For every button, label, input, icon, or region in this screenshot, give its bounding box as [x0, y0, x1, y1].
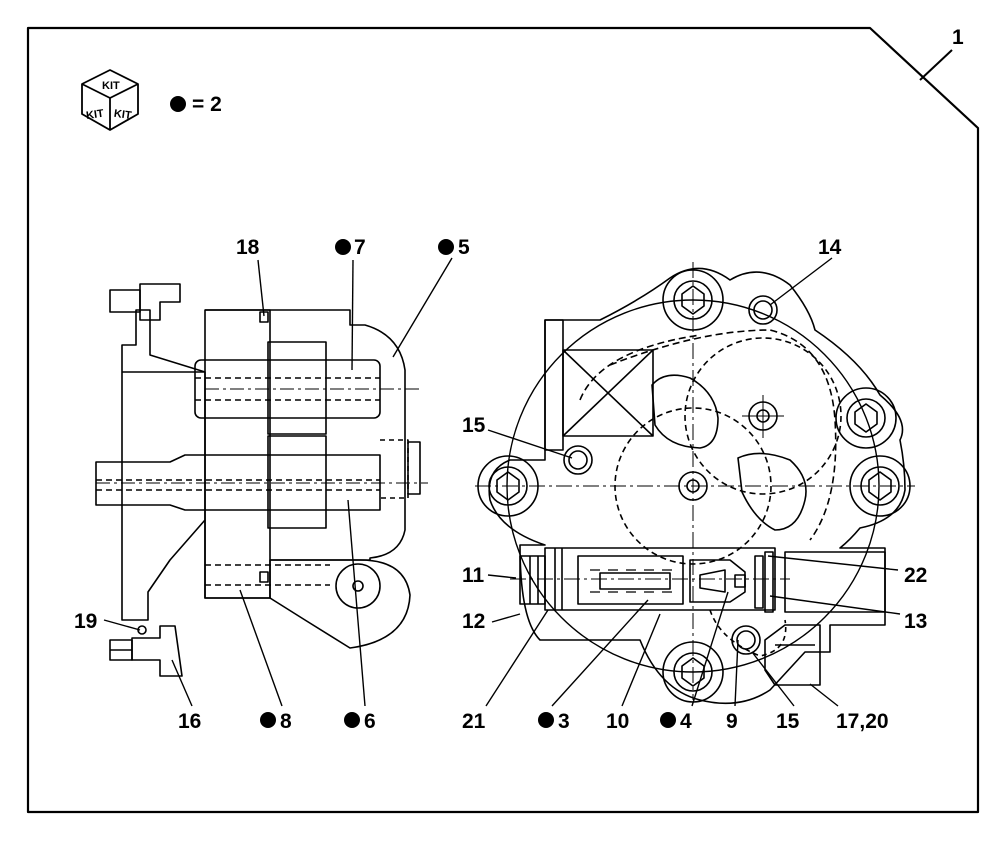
kit-dot-4 [660, 712, 676, 728]
callout-10: 10 [606, 710, 629, 733]
pump-front-view [475, 262, 915, 705]
kit-dot-5 [438, 239, 454, 255]
kit-icon: KIT KIT KIT [81, 69, 139, 131]
callout-15-lower: 15 [776, 710, 800, 733]
callout-19: 19 [74, 610, 97, 633]
callout-8: 8 [280, 710, 292, 733]
callout-9: 9 [726, 710, 738, 733]
callout-labels: 18 7 5 14 15 11 12 19 16 8 6 21 3 10 4 9… [74, 236, 927, 733]
kit-dot-7 [335, 239, 351, 255]
leader-lines [103, 257, 901, 707]
callout-18: 18 [236, 236, 260, 259]
kit-dot-icon [170, 96, 186, 112]
callout-21: 21 [462, 710, 486, 733]
callout-11: 11 [462, 564, 485, 587]
callout-6: 6 [364, 710, 376, 733]
callout-15-upper: 15 [462, 414, 486, 437]
pump-side-view [95, 283, 428, 677]
sheet-frame [26, 26, 980, 814]
callout-7: 7 [354, 236, 366, 259]
callout-13: 13 [904, 610, 927, 633]
callout-3: 3 [558, 710, 570, 733]
callout-4: 4 [680, 710, 692, 733]
callout-22: 22 [904, 564, 927, 587]
sheet-reference-number: 1 [952, 26, 964, 49]
callout-5: 5 [458, 236, 470, 259]
svg-text:KIT: KIT [113, 108, 132, 122]
callout-14: 14 [818, 236, 842, 259]
kit-dot-6 [344, 712, 360, 728]
kit-dot-8 [260, 712, 276, 728]
kit-legend-note: = 2 [192, 93, 222, 116]
callout-17-20: 17,20 [836, 710, 889, 733]
callout-12: 12 [462, 610, 485, 633]
reference-leader [919, 49, 953, 81]
callout-16: 16 [178, 710, 201, 733]
kit-dot-3 [538, 712, 554, 728]
svg-text:KIT: KIT [85, 108, 104, 122]
svg-text:KIT: KIT [102, 80, 120, 92]
